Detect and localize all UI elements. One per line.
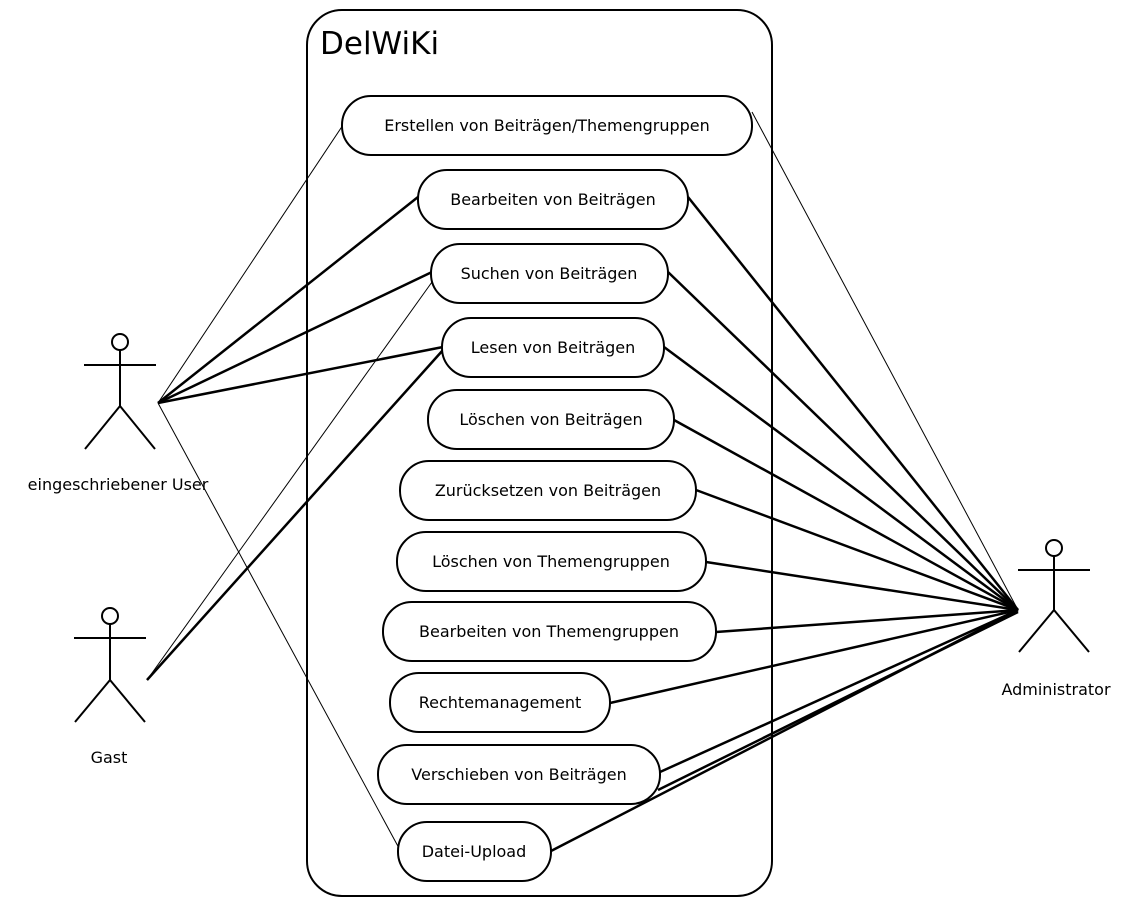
association-admin-suchen: [667, 271, 1019, 611]
use-case-rechtemanagement: Rechtemanagement: [389, 672, 611, 733]
use-case-lesen: Lesen von Beiträgen: [441, 317, 665, 378]
stick-figure-icon: [74, 607, 146, 723]
use-case-verschieben: Verschieben von Beiträgen: [377, 744, 661, 805]
association-admin-datei-upload: [550, 608, 1019, 853]
association-user-bearbeiten-beitraege: [157, 196, 419, 404]
actor-label: eingeschriebener User: [28, 475, 209, 494]
use-case-label: Zurücksetzen von Beiträgen: [435, 481, 661, 500]
actor-label: Administrator: [1001, 680, 1110, 699]
association-admin-bearbeiten-beitraege: [687, 196, 1019, 611]
use-case-label: Löschen von Themengruppen: [432, 552, 670, 571]
association-admin-erstellen: [751, 111, 1019, 611]
association-user-datei-upload: [157, 402, 401, 851]
association-gast-lesen: [146, 349, 444, 681]
system-title: DelWiKi: [320, 26, 439, 62]
actor-gast: Gast: [74, 607, 146, 767]
association-admin-bearbeiten-themengruppen: [715, 608, 1019, 634]
use-case-bearbeiten-beitraege: Bearbeiten von Beiträgen: [417, 169, 689, 230]
association-user-lesen: [157, 345, 444, 405]
use-case-label: Lesen von Beiträgen: [471, 338, 635, 357]
use-case-zuruecksetzen: Zurücksetzen von Beiträgen: [399, 460, 697, 521]
association-admin-zuruecksetzen: [695, 488, 1019, 612]
use-case-label: Löschen von Beiträgen: [459, 410, 642, 429]
use-case-label: Rechtemanagement: [419, 693, 581, 712]
association-user-suchen: [157, 270, 433, 405]
use-case-label: Suchen von Beiträgen: [461, 264, 638, 283]
use-case-label: Bearbeiten von Themengruppen: [419, 622, 679, 641]
association-user-erstellen: [157, 124, 344, 404]
stick-figure-icon: [1018, 539, 1090, 653]
use-case-label: Datei-Upload: [422, 842, 527, 861]
use-case-loeschen-themengruppen: Löschen von Themengruppen: [396, 531, 707, 592]
association-admin-verschieben: [659, 608, 1019, 774]
use-case-label: Erstellen von Beiträgen/Themengruppen: [384, 116, 710, 135]
use-case-suchen: Suchen von Beiträgen: [430, 243, 669, 304]
association-admin-rechtemanagement: [609, 608, 1019, 705]
system-boundary: [306, 9, 773, 897]
use-case-label: Bearbeiten von Beiträgen: [450, 190, 656, 209]
association-admin-loeschen-themengruppen: [705, 560, 1019, 612]
association-gast-suchen: [146, 281, 433, 681]
association-lines: [146, 111, 1019, 853]
actor-label: Gast: [91, 748, 128, 767]
use-case-loeschen-beitraege: Löschen von Beiträgen: [427, 389, 675, 450]
use-case-erstellen: Erstellen von Beiträgen/Themengruppen: [341, 95, 753, 156]
use-case-bearbeiten-themengruppen: Bearbeiten von Themengruppen: [382, 601, 717, 662]
actor-admin: Administrator: [1001, 539, 1111, 699]
use-case-datei-upload: Datei-Upload: [397, 821, 552, 882]
use-case-label: Verschieben von Beiträgen: [411, 765, 626, 784]
actor-user: eingeschriebener User: [28, 333, 209, 494]
stick-figure-icon: [84, 333, 156, 450]
association-admin-lesen: [663, 345, 1019, 612]
association-admin-loeschen-beitraege: [673, 418, 1019, 612]
